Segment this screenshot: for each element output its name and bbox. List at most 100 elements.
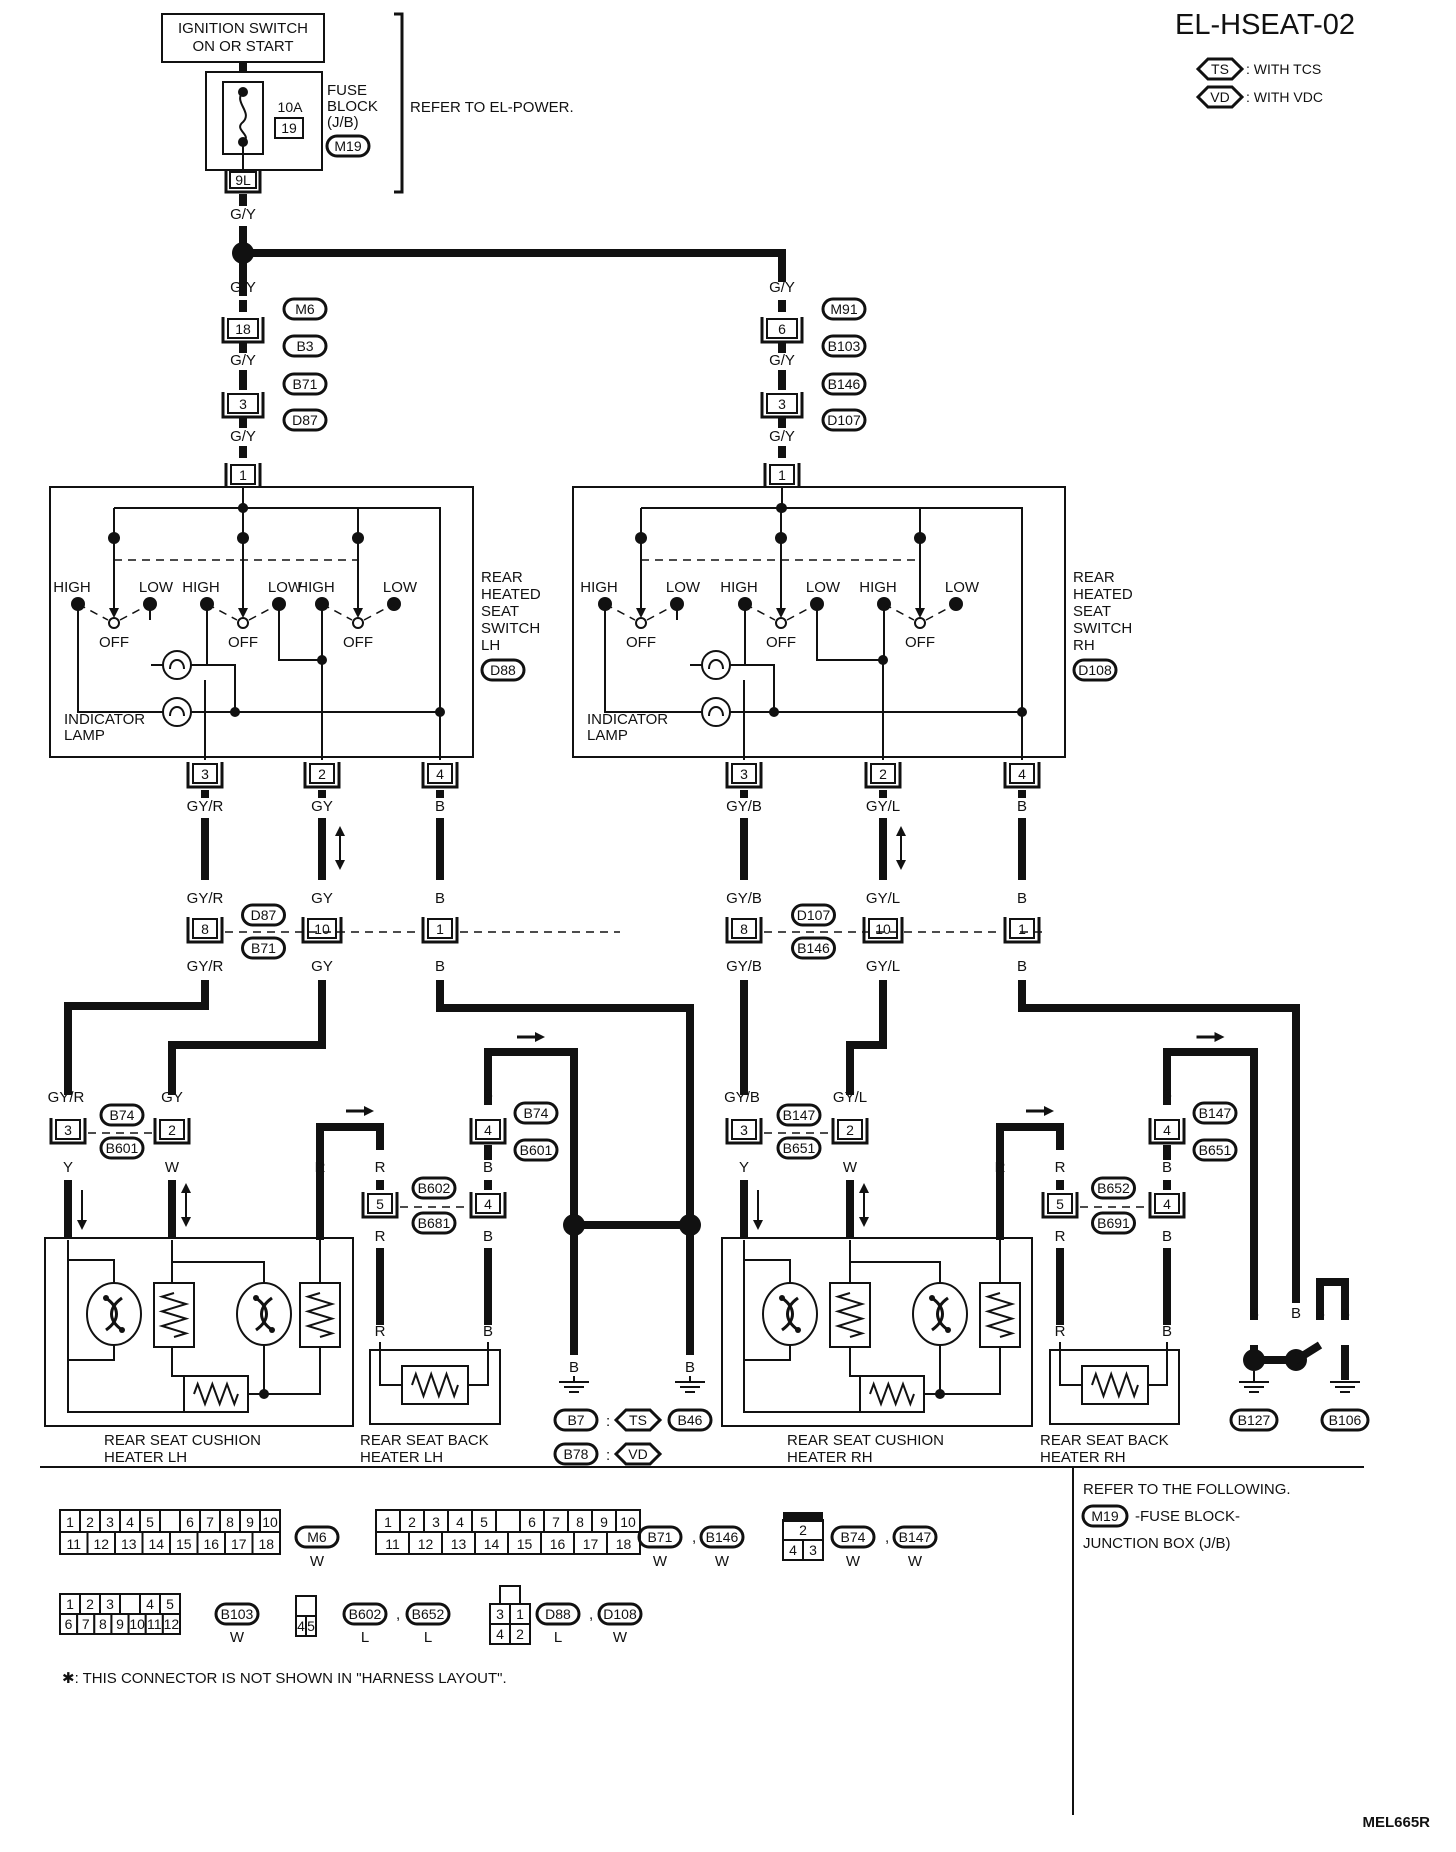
b71-r1-7: 7 <box>552 1514 560 1530</box>
right-back-b-top: B652 <box>1091 1176 1136 1200</box>
left-mid-top: D87 <box>241 903 286 927</box>
left-low-2: LOW <box>383 579 418 596</box>
b602-name-1-text: B652 <box>412 1606 445 1622</box>
right-wire-r2: R <box>1055 1159 1066 1176</box>
left-seat-pin-a: 3 <box>49 1118 87 1145</box>
left-conn2-bottom: D87 <box>282 408 328 432</box>
left-conn1-top-text: M6 <box>295 301 315 317</box>
right-wire-w: W <box>843 1159 858 1176</box>
b71-r1-0: 1 <box>384 1514 392 1530</box>
d88-r2-1: 2 <box>516 1626 524 1642</box>
right-wire-b: G/Y <box>769 352 795 369</box>
ignition-switch: IGNITION SWITCH ON OR START <box>161 13 325 63</box>
left-seat-bottom-text: B601 <box>106 1140 139 1156</box>
left-ground2-cond-text: VD <box>628 1446 647 1462</box>
right-mid-bottom: B146 <box>791 936 836 960</box>
b71-color-1: W <box>715 1553 730 1570</box>
left-mid-pin-2-pin: 1 <box>436 921 444 937</box>
left-conn1-top: M6 <box>282 297 328 321</box>
right-wire-b2: B <box>1162 1159 1172 1176</box>
right-sw-name-0: REAR <box>1073 569 1115 586</box>
right-ground1: B127 <box>1229 1408 1279 1432</box>
right-wire-gnd-b3: B <box>1340 1305 1350 1322</box>
right-seat-top: B147 <box>776 1103 822 1127</box>
left-wire-mid-bot-0: GY/R <box>187 958 224 975</box>
right-back-a-bottom: B651 <box>1192 1138 1238 1162</box>
b71-name-0: B71 <box>637 1525 683 1549</box>
right-wire-y: Y <box>739 1159 749 1176</box>
refer-box-line2: -FUSE BLOCK- <box>1135 1508 1240 1525</box>
b602-name-1: B652 <box>405 1602 451 1626</box>
svg-text::: : <box>606 1447 610 1464</box>
left-wire-mid-top-2: B <box>435 890 445 907</box>
left-back-b-top-text: B602 <box>418 1180 451 1196</box>
footnote: ✱: THIS CONNECTOR IS NOT SHOWN IN "HARNE… <box>62 1670 507 1687</box>
right-wire-seat-b: GY/L <box>833 1089 867 1106</box>
b74-name-0-text: B74 <box>841 1529 866 1545</box>
left-wire-b1: B <box>483 1086 493 1103</box>
left-back-a-top: B74 <box>513 1101 559 1125</box>
right-wire-b3: B <box>1162 1228 1172 1245</box>
right-sw-conn: D108 <box>1072 658 1118 682</box>
left-back-label-1: REAR SEAT BACK <box>360 1432 489 1449</box>
b71-r1-4: 5 <box>480 1514 488 1530</box>
left-sw-pin-1: 2 <box>303 762 341 789</box>
m6-r1-9: 9 <box>246 1514 254 1530</box>
left-off-2: OFF <box>343 634 373 651</box>
b103-r2-2: 8 <box>99 1616 107 1632</box>
m6-r1-8: 8 <box>226 1514 234 1530</box>
left-ground1: B7 <box>553 1408 599 1432</box>
right-mid-pin-1-pin: 10 <box>875 921 891 937</box>
left-conn1-bottom: B3 <box>282 334 328 358</box>
right-seat-pin-a-pin: 3 <box>740 1122 748 1138</box>
left-wire-r3: R <box>375 1228 386 1245</box>
b103-r1-0: 1 <box>66 1596 74 1612</box>
left-wire-r2: R <box>375 1159 386 1176</box>
b103-r2-6: 12 <box>164 1616 180 1632</box>
left-wire-b: G/Y <box>230 352 256 369</box>
right-seat-pin-b-pin: 2 <box>846 1122 854 1138</box>
b103-r1-5: 5 <box>166 1596 174 1612</box>
refer-connector-text: M19 <box>1091 1508 1118 1524</box>
right-mid-pin-2-pin: 1 <box>1018 921 1026 937</box>
left-ground2: B78 <box>553 1442 599 1466</box>
right-back-a-pin-pin: 4 <box>1163 1122 1171 1138</box>
svg-text:,: , <box>396 1606 400 1623</box>
right-back-b-bottom: B691 <box>1091 1211 1136 1235</box>
left-sw-pin-0: 3 <box>186 762 224 789</box>
m6-r1-10: 10 <box>262 1514 278 1530</box>
left-wire-mid-top-0: GY/R <box>187 890 224 907</box>
b602-color-1: L <box>424 1629 432 1646</box>
right-back-b-bottom-text: B691 <box>1097 1215 1130 1231</box>
right-wire-seat-a: GY/B <box>724 1089 760 1106</box>
b71-r2-2: 13 <box>451 1536 467 1552</box>
left-sw-conn: D88 <box>480 658 526 682</box>
b71-r1-9: 9 <box>600 1514 608 1530</box>
left-ground3-text: B46 <box>678 1412 703 1428</box>
left-mid-bottom-text: B71 <box>251 940 276 956</box>
right-conn1-bottom: B103 <box>821 334 867 358</box>
right-sw-name-4: RH <box>1073 637 1095 654</box>
legend-vdc-code: VD <box>1210 89 1229 105</box>
m6-r1-4: 5 <box>146 1514 154 1530</box>
left-mid-top-text: D87 <box>251 907 277 923</box>
right-low-0: LOW <box>666 579 701 596</box>
fuse-label-1: FUSE <box>327 82 367 99</box>
b103-r1-2: 3 <box>106 1596 114 1612</box>
wire-gy-1: G/Y <box>230 206 256 223</box>
left-mid-pin-1-pin: 10 <box>314 921 330 937</box>
left-wire-r1: R <box>315 1159 326 1176</box>
refer-connector-tag: M19 <box>1081 1504 1129 1528</box>
left-sw-name-3: SWITCH <box>481 620 540 637</box>
right-off-0: OFF <box>626 634 656 651</box>
b74-color-0: W <box>846 1553 861 1570</box>
right-ind-2: LAMP <box>587 727 628 744</box>
right-wire-sw-1: GY/L <box>866 798 900 815</box>
m6-r2-1: 12 <box>93 1536 109 1552</box>
left-wire-b3: B <box>483 1228 493 1245</box>
right-conn2-top: B146 <box>821 372 867 396</box>
left-wire-w: W <box>165 1159 180 1176</box>
left-wire-seat-b: GY <box>161 1089 183 1106</box>
left-seat-top-text: B74 <box>110 1107 135 1123</box>
